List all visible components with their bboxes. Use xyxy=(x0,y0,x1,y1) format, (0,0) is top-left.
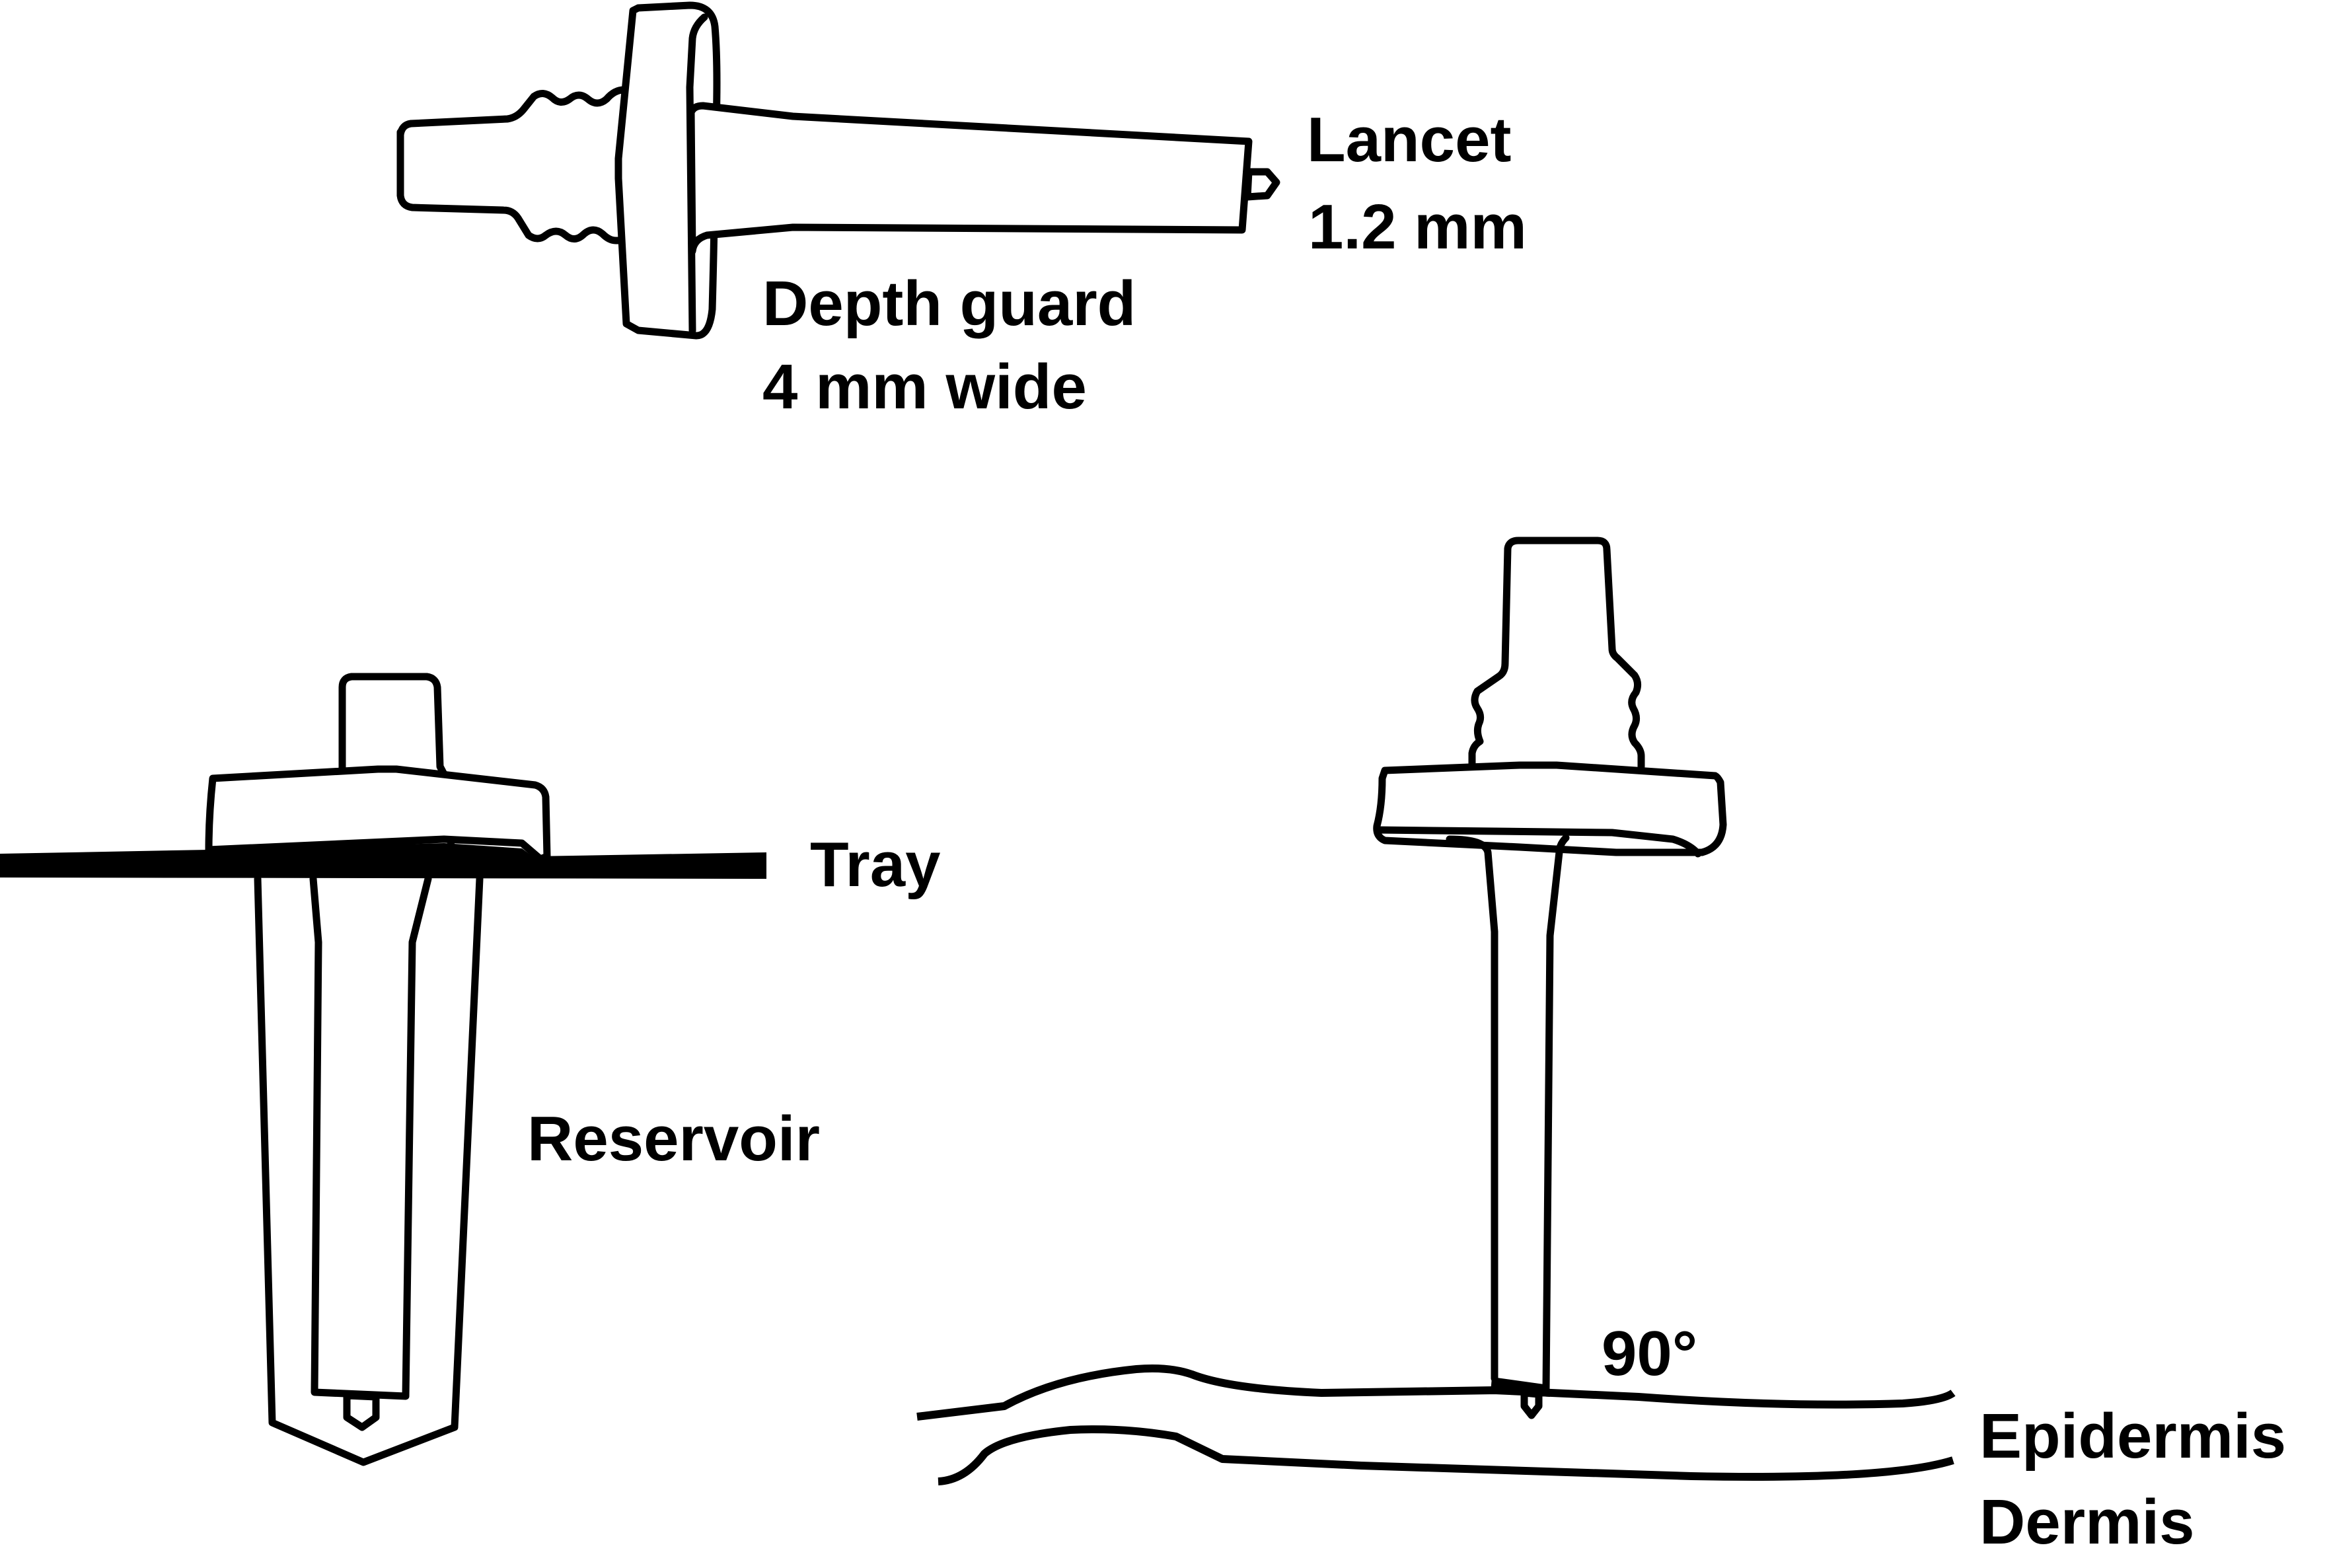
applied-lancet-tip xyxy=(1520,1389,1543,1419)
side-view-device xyxy=(396,1,1280,340)
epidermis-label: Epidermis xyxy=(1979,1401,2287,1472)
depth-guard-inner-edge xyxy=(686,13,708,334)
tray-bar xyxy=(0,843,766,879)
device-flange xyxy=(205,765,551,863)
applied-device-barrel xyxy=(1446,835,1498,1382)
epidermis-line xyxy=(916,1364,1956,1421)
applied-device-cap xyxy=(1468,537,1645,770)
lancet-length-label: 1.2 mm xyxy=(1308,192,1527,262)
applied-device-flange-edge xyxy=(1374,826,1702,858)
device-hub-body xyxy=(396,86,633,244)
dermis-label: Dermis xyxy=(1979,1487,2195,1557)
applied-view-device xyxy=(916,537,1956,1485)
depth-guard-label: Depth guard xyxy=(762,268,1136,339)
lancet-tip xyxy=(1243,168,1280,201)
tray-label: Tray xyxy=(810,829,941,900)
reservoir-label: Reservoir xyxy=(527,1103,820,1174)
reservoir-cup xyxy=(254,875,484,1466)
depth-guard-width-label: 4 mm wide xyxy=(762,352,1087,422)
applied-device-barrel-right xyxy=(1542,834,1570,1393)
stored-view-device xyxy=(0,673,766,1466)
lancet-barrel xyxy=(687,102,1253,255)
reservoir-lancet-tip xyxy=(343,1392,380,1431)
lancet-label: Lancet xyxy=(1307,104,1512,175)
dermis-line xyxy=(938,1425,1954,1485)
reservoir-lancet-body xyxy=(309,875,432,1400)
angle-label: 90° xyxy=(1602,1318,1698,1389)
